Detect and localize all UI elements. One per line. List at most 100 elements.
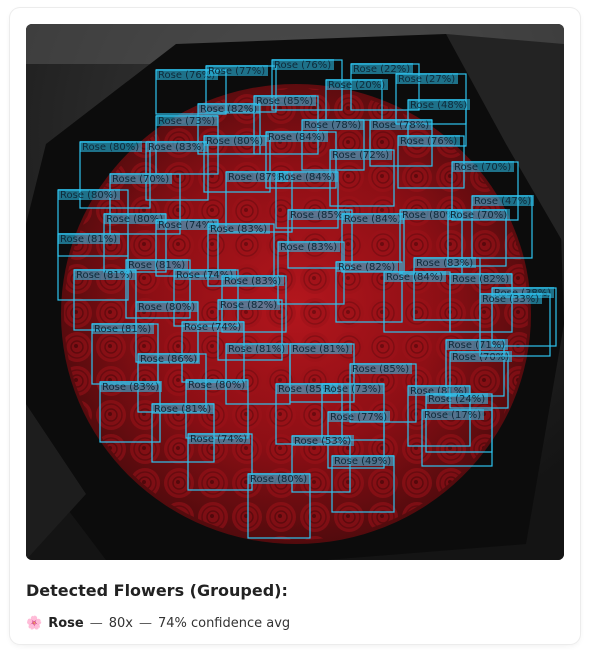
detection-label-background	[152, 403, 214, 414]
detection-label-background	[198, 103, 260, 114]
detection-label-background	[136, 301, 198, 312]
detection-label: Rose (82%)	[338, 262, 395, 273]
detection-label: Rose (76%)	[158, 70, 215, 81]
detection-label: Rose (80%)	[250, 474, 307, 485]
detection-label: Rose (85%)	[352, 364, 409, 375]
detection-label: Rose (49%)	[334, 456, 391, 467]
detection-label-background	[156, 69, 218, 80]
detection-label: Rose (33%)	[482, 294, 539, 305]
detection-label-background	[292, 435, 354, 446]
detection-label-background	[492, 287, 554, 298]
detection-label: Rose (24%)	[428, 394, 485, 405]
detection-label-background	[322, 383, 384, 394]
detection-label: Rose (85%)	[256, 96, 313, 107]
detection-label-background	[74, 269, 136, 280]
detection-label: Rose (82%)	[452, 274, 509, 285]
detection-label-background	[266, 131, 328, 142]
detection-label: Rose (74%)	[176, 270, 233, 281]
detection-label-background	[278, 241, 340, 252]
detection-label: Rose (81%)	[60, 234, 117, 245]
flower-icon: 🌸	[26, 616, 43, 631]
detection-label: Rose (83%)	[224, 276, 281, 287]
detection-label-background	[218, 299, 280, 310]
separator: —	[89, 616, 103, 631]
rose-texture	[64, 88, 528, 540]
detection-label: Rose (83%)	[210, 224, 267, 235]
detection-label: Rose (80%)	[402, 210, 459, 221]
detection-label: Rose (80%)	[60, 190, 117, 201]
detection-label: Rose (81%)	[128, 260, 185, 271]
detection-label-background	[422, 409, 484, 420]
detection-label: Rose (84%)	[268, 132, 325, 143]
detection-label: Rose (74%)	[158, 220, 215, 231]
detection-label-background	[104, 213, 166, 224]
detection-label: Rose (73%)	[158, 116, 215, 127]
detection-label-background	[332, 455, 394, 466]
detection-label: Rose (48%)	[410, 100, 467, 111]
detection-label: Rose (85%)	[278, 384, 335, 395]
detection-label: Rose (80%)	[106, 214, 163, 225]
detection-image: Rose (76%)Rose (77%)Rose (76%)Rose (22%)…	[26, 24, 564, 560]
detection-label-background	[126, 259, 188, 270]
detection-label-background	[226, 343, 288, 354]
detection-label: Rose (80%)	[138, 302, 195, 313]
detection-label: Rose (77%)	[208, 66, 265, 77]
detection-label-background	[206, 65, 268, 76]
detection-label-background	[408, 385, 470, 396]
detection-label-background	[351, 63, 413, 74]
detection-label: Rose (83%)	[280, 242, 337, 253]
confidence-average: 74% confidence avg	[157, 616, 291, 631]
detection-label: Rose (87%)	[228, 172, 285, 183]
detection-label: Rose (81%)	[292, 344, 349, 355]
detection-label-background	[330, 149, 392, 160]
detection-label-background	[272, 59, 334, 70]
detection-label-background	[302, 119, 364, 130]
detection-label-background	[396, 73, 458, 84]
detection-label-background	[408, 99, 470, 110]
detection-label-background	[182, 321, 244, 332]
detection-label-background	[370, 119, 432, 130]
detection-label-background	[138, 353, 200, 364]
detection-label: Rose (81%)	[154, 404, 211, 415]
detection-label-background	[146, 141, 208, 152]
wrapping-fold-right	[446, 34, 564, 244]
detection-label-background	[400, 209, 462, 220]
detection-label-background	[100, 381, 162, 392]
detection-label-background	[452, 161, 514, 172]
detection-label-background	[288, 209, 350, 220]
detection-label: Rose (81%)	[76, 270, 133, 281]
detection-label: Rose (83%)	[102, 382, 159, 393]
detection-label-background	[414, 257, 476, 268]
detection-label: Rose (72%)	[332, 150, 389, 161]
detection-label: Rose (82%)	[200, 104, 257, 115]
annotated-photo: Rose (76%)Rose (77%)Rose (76%)Rose (22%)…	[26, 24, 564, 560]
detection-label-background	[174, 269, 236, 280]
detection-label-background	[156, 115, 218, 126]
detection-label: Rose (80%)	[206, 136, 263, 147]
detection-label: Rose (77%)	[330, 412, 387, 423]
detection-label: Rose (70%)	[454, 162, 511, 173]
detection-card: Rose (76%)Rose (77%)Rose (76%)Rose (22%)…	[10, 8, 580, 644]
detection-label-background	[156, 219, 218, 230]
species-name: Rose	[48, 616, 84, 631]
detection-label-background	[188, 433, 250, 444]
detection-label: Rose (81%)	[228, 344, 285, 355]
detection-label-background	[350, 363, 412, 374]
detection-label: Rose (17%)	[424, 410, 481, 421]
detection-label-background	[328, 411, 390, 422]
detection-label: Rose (83%)	[148, 142, 205, 153]
detection-label-background	[326, 79, 388, 90]
detection-label-background	[92, 323, 154, 334]
detection-label: Rose (73%)	[324, 384, 381, 395]
results-title: Detected Flowers (Grouped):	[26, 581, 288, 600]
detection-label: Rose (74%)	[184, 322, 241, 333]
detection-label: Rose (70%)	[450, 210, 507, 221]
detection-label: Rose (27%)	[398, 74, 455, 85]
detection-label: Rose (81%)	[410, 386, 467, 397]
detection-label: Rose (84%)	[386, 272, 443, 283]
detection-label-background	[450, 273, 512, 284]
detection-label: Rose (80%)	[82, 142, 139, 153]
detection-label: Rose (82%)	[220, 300, 277, 311]
detection-label-background	[222, 275, 284, 286]
detection-label: Rose (78%)	[304, 120, 361, 131]
